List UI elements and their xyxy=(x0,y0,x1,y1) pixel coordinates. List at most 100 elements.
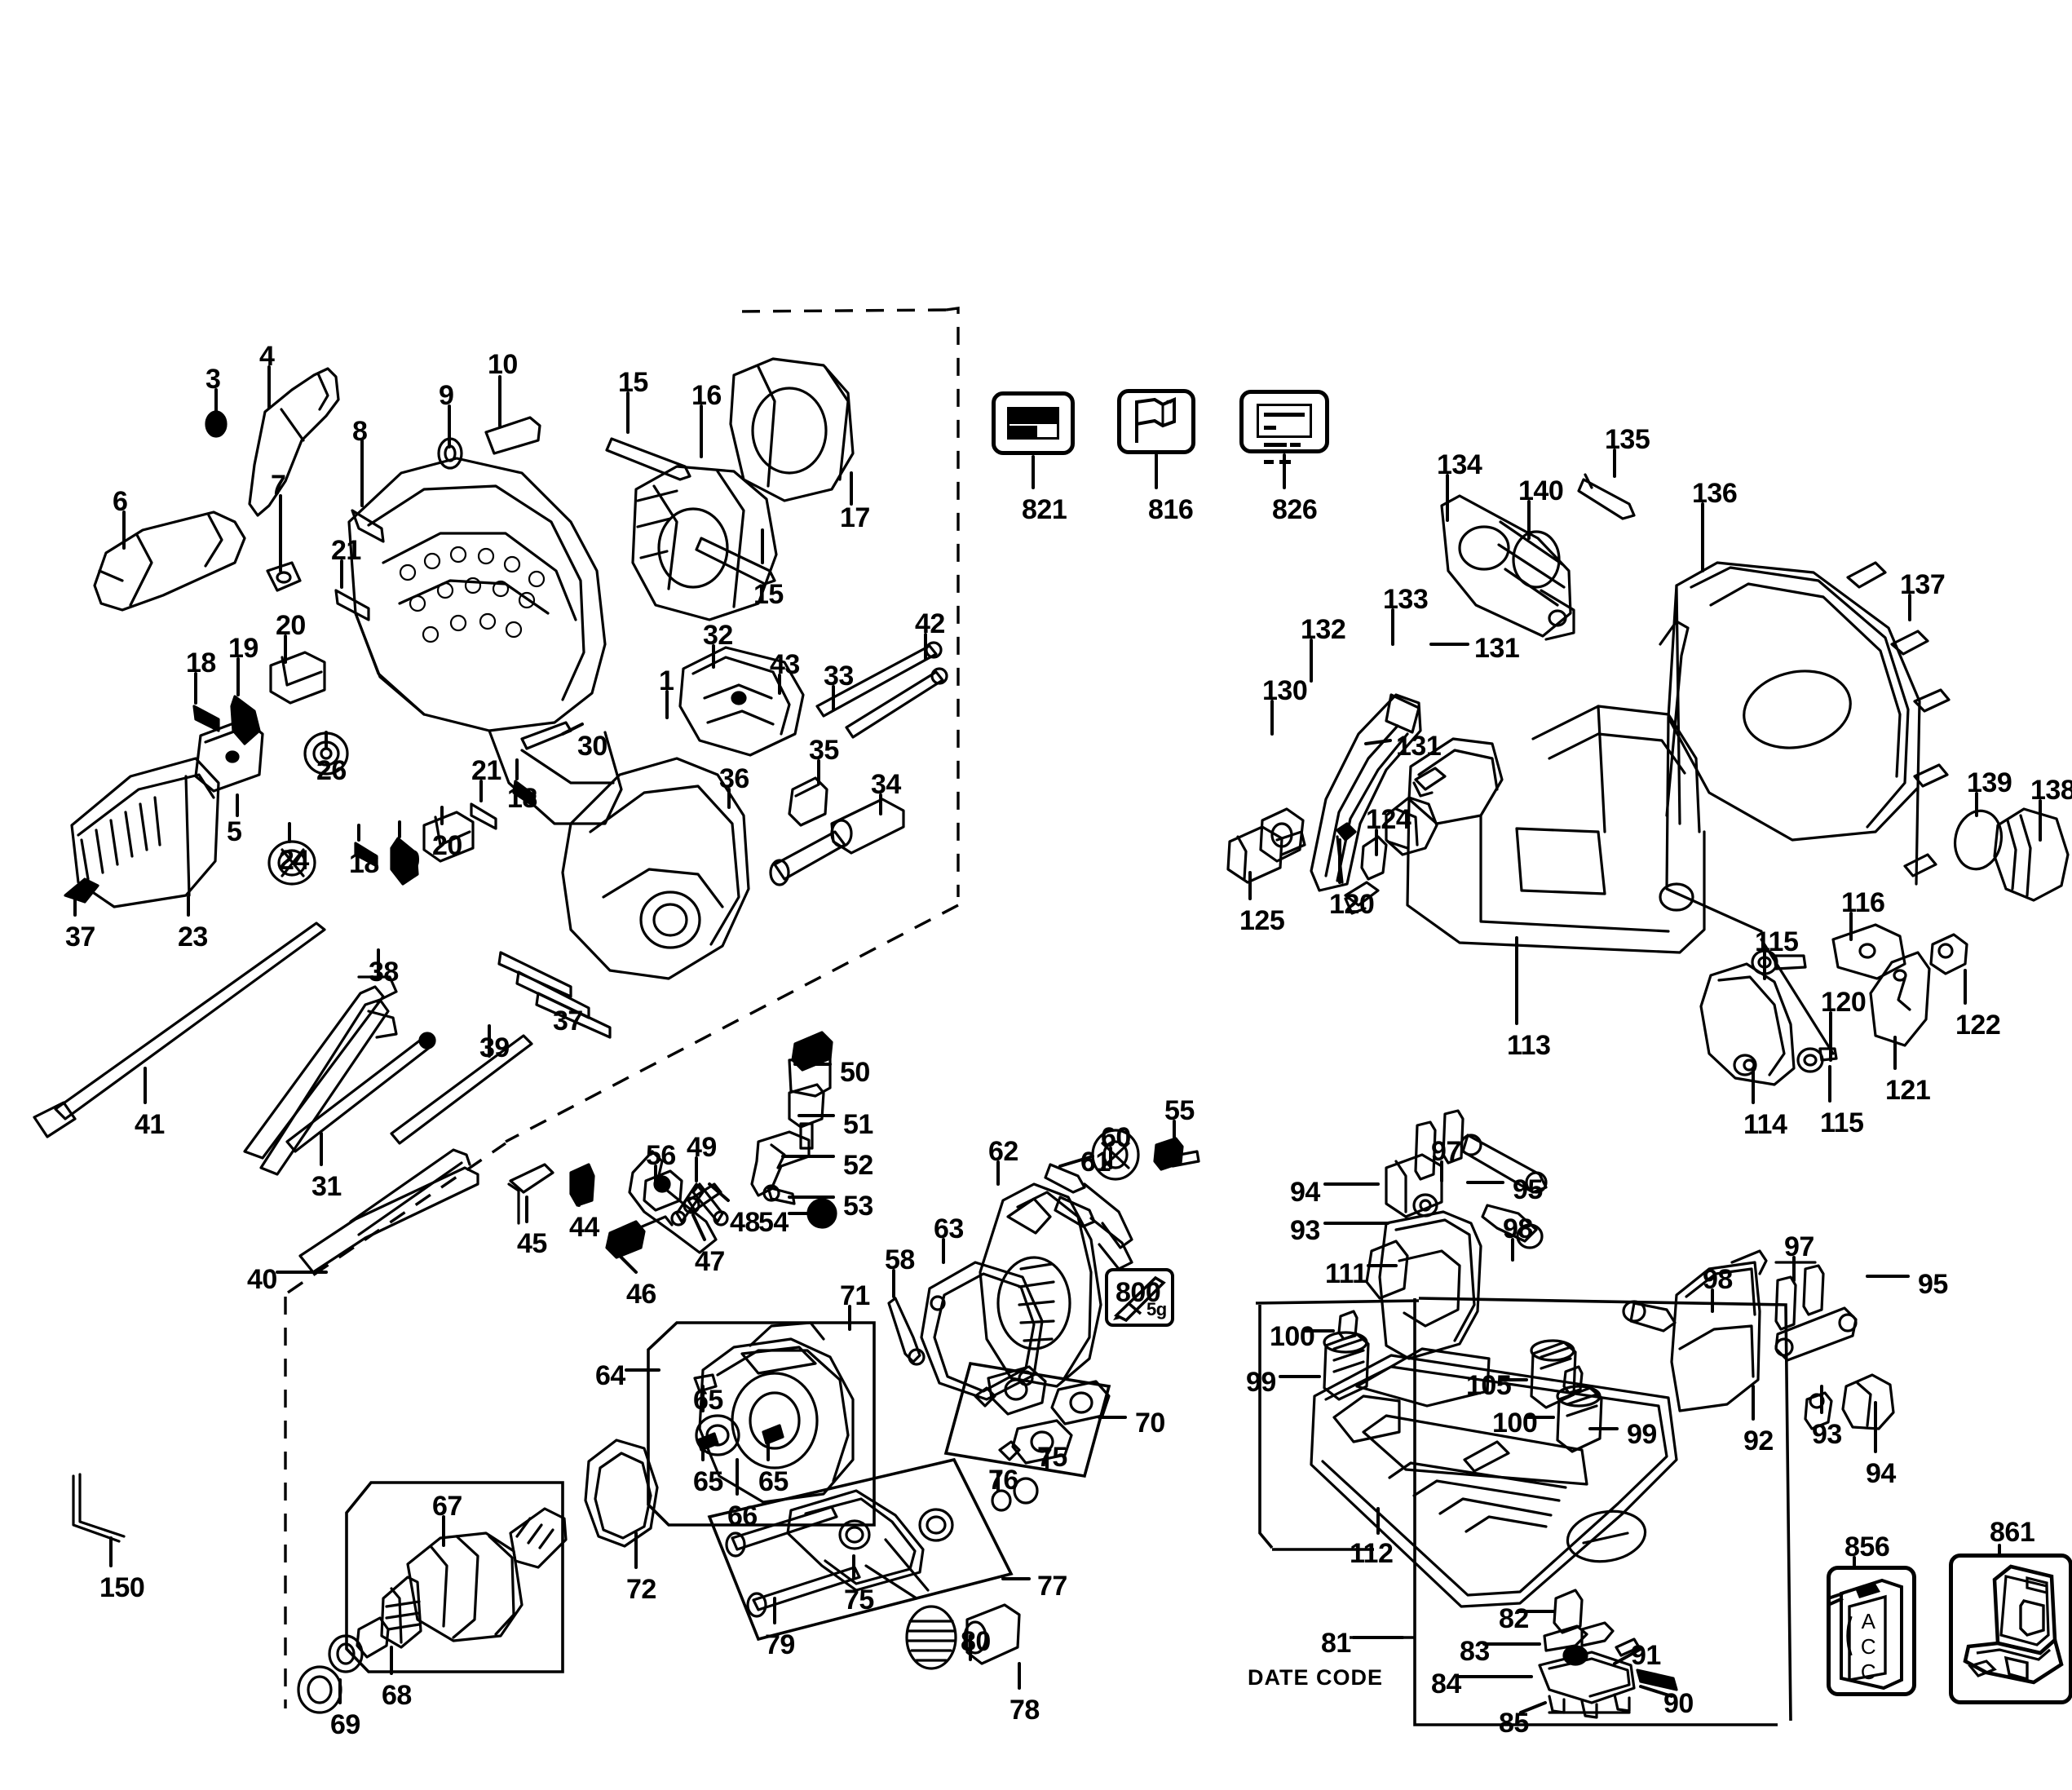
callout-67: 67 xyxy=(432,1491,462,1522)
callout-18: 18 xyxy=(349,848,379,879)
callout-9: 9 xyxy=(439,380,454,411)
callout-8: 8 xyxy=(352,416,368,447)
callout-105: 105 xyxy=(1466,1370,1512,1401)
callout-130: 130 xyxy=(1262,675,1308,706)
callout-5: 5 xyxy=(227,816,242,847)
callout-71: 71 xyxy=(840,1280,870,1311)
callout-121: 121 xyxy=(1885,1075,1931,1106)
callout-41: 41 xyxy=(135,1109,165,1140)
callout-95: 95 xyxy=(1513,1174,1543,1205)
callout-20: 20 xyxy=(432,830,462,861)
label-box-826 xyxy=(1239,390,1329,464)
callout-45: 45 xyxy=(517,1228,547,1259)
callout-92: 92 xyxy=(1743,1425,1774,1456)
callout-139: 139 xyxy=(1967,767,2012,798)
carry-case-icon xyxy=(1963,1564,2064,1685)
callout-34: 34 xyxy=(871,769,901,800)
callout-98: 98 xyxy=(1503,1213,1533,1244)
callout-43: 43 xyxy=(770,649,800,680)
callout-37: 37 xyxy=(553,1005,583,1036)
callout-65: 65 xyxy=(693,1385,723,1416)
callout-50: 50 xyxy=(840,1057,870,1088)
callout-116: 116 xyxy=(1841,887,1885,918)
callout-79: 79 xyxy=(765,1629,795,1660)
callout-65: 65 xyxy=(758,1466,789,1497)
callout-37: 37 xyxy=(65,922,95,952)
callout-81: 81 xyxy=(1321,1628,1351,1659)
callout-65: 65 xyxy=(693,1466,723,1497)
callout-816: 816 xyxy=(1148,494,1194,525)
callout-85: 85 xyxy=(1499,1708,1529,1739)
callout-23: 23 xyxy=(178,922,208,952)
callout-133: 133 xyxy=(1383,584,1429,615)
callout-77: 77 xyxy=(1037,1571,1067,1602)
callout-19: 19 xyxy=(390,845,420,876)
callout-132: 132 xyxy=(1301,614,1346,645)
callout-111: 111 xyxy=(1325,1258,1367,1289)
callout-54: 54 xyxy=(758,1207,789,1238)
callout-114: 114 xyxy=(1743,1109,1787,1140)
callout-63: 63 xyxy=(934,1213,964,1244)
callout-21: 21 xyxy=(471,755,501,786)
callout-35: 35 xyxy=(809,735,839,766)
callout-90: 90 xyxy=(1663,1688,1694,1719)
callout-1: 1 xyxy=(659,665,674,696)
callout-93: 93 xyxy=(1812,1419,1842,1450)
callout-10: 10 xyxy=(488,349,518,380)
callout-821: 821 xyxy=(1022,494,1067,525)
callout-99: 99 xyxy=(1246,1367,1276,1398)
label-box-816 xyxy=(1117,389,1195,454)
callout-39: 39 xyxy=(479,1032,510,1063)
callout-21: 21 xyxy=(331,535,361,566)
callout-856: 856 xyxy=(1844,1531,1890,1562)
callout-125: 125 xyxy=(1239,905,1285,936)
callout-44: 44 xyxy=(569,1212,599,1243)
label-box-861-case xyxy=(1949,1554,2072,1704)
callout-3: 3 xyxy=(205,364,221,395)
callout-113: 113 xyxy=(1507,1030,1551,1061)
callout-40: 40 xyxy=(247,1264,277,1295)
callout-32: 32 xyxy=(703,620,733,651)
callout-84: 84 xyxy=(1431,1668,1461,1699)
callout-42: 42 xyxy=(915,608,945,639)
callout-83: 83 xyxy=(1460,1636,1490,1667)
date-code-label: DATE CODE xyxy=(1248,1665,1384,1690)
callout-31: 31 xyxy=(311,1171,342,1202)
callout-94: 94 xyxy=(1290,1177,1320,1208)
callout-140: 140 xyxy=(1518,475,1564,506)
callout-78: 78 xyxy=(1009,1695,1040,1726)
callout-131: 131 xyxy=(1396,731,1442,762)
callout-30: 30 xyxy=(577,731,607,762)
callout-82: 82 xyxy=(1499,1603,1529,1634)
callout-72: 72 xyxy=(626,1574,656,1605)
callout-56: 56 xyxy=(646,1140,676,1171)
callout-4: 4 xyxy=(259,341,275,372)
callout-122: 122 xyxy=(1955,1010,2001,1041)
callout-80: 80 xyxy=(961,1626,991,1657)
callout-70: 70 xyxy=(1135,1408,1165,1439)
callout-19: 19 xyxy=(228,633,258,664)
callout-124: 124 xyxy=(1366,804,1412,835)
grease-tube-icon xyxy=(1113,1275,1166,1323)
callout-24: 24 xyxy=(279,845,309,876)
label-box-821 xyxy=(992,391,1075,455)
acc-plate-icon xyxy=(1827,1578,1903,1691)
callout-15: 15 xyxy=(618,367,648,398)
callout-100: 100 xyxy=(1492,1408,1538,1439)
callout-17: 17 xyxy=(840,502,870,533)
callout-150: 150 xyxy=(99,1572,145,1603)
callout-138: 138 xyxy=(2030,775,2072,806)
callout-36: 36 xyxy=(719,763,749,794)
callout-94: 94 xyxy=(1866,1458,1896,1489)
callout-51: 51 xyxy=(843,1109,873,1140)
callout-55: 55 xyxy=(1164,1095,1195,1126)
callout-53: 53 xyxy=(843,1191,873,1222)
callout-75: 75 xyxy=(1037,1442,1067,1473)
callout-97: 97 xyxy=(1431,1136,1461,1167)
callout-16: 16 xyxy=(691,380,722,411)
callout-26: 26 xyxy=(316,755,347,786)
callout-91: 91 xyxy=(1631,1640,1661,1671)
callout-75: 75 xyxy=(844,1584,874,1615)
